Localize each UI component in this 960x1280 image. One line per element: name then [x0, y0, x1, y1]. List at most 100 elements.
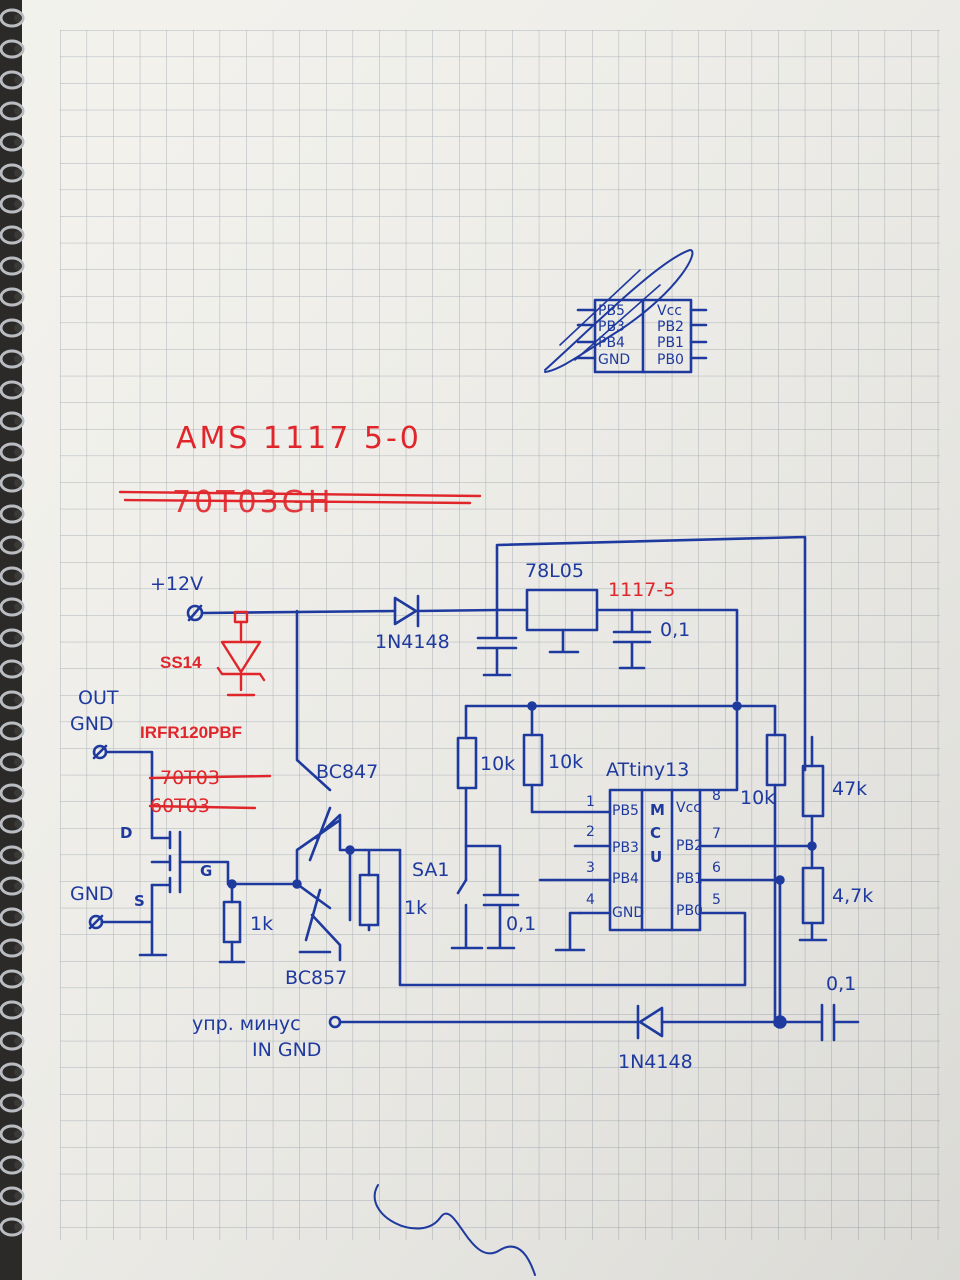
punch-hole	[14, 1099, 22, 1107]
spiral-ring	[0, 628, 25, 648]
spiral-ring	[0, 969, 25, 989]
punch-hole	[14, 355, 22, 363]
punch-hole	[14, 634, 22, 642]
mcu-chip	[608, 788, 702, 932]
spiral-ring	[0, 504, 25, 524]
diode-bottom	[636, 1004, 664, 1040]
punch-hole	[14, 572, 22, 580]
spiral-ring	[0, 907, 25, 927]
spiral-ring	[0, 597, 25, 617]
punch-hole	[14, 1161, 22, 1169]
spiral-ring	[0, 70, 25, 90]
punch-hole	[14, 1192, 22, 1200]
diode-bottom-label: 1N4148	[618, 1051, 693, 1073]
spiral-ring	[0, 659, 25, 679]
spiral-ring	[0, 752, 25, 772]
punch-hole	[14, 45, 22, 53]
punch-hole	[14, 1223, 22, 1231]
divider-top-label: 47k	[832, 778, 867, 800]
pullup-2-label: 10k	[548, 751, 583, 773]
mcu-pin-2-name: PB3	[612, 840, 639, 856]
switch-sa1	[450, 878, 484, 950]
punch-hole	[14, 479, 22, 487]
spiral-ring	[0, 380, 25, 400]
spiral-ring	[0, 783, 25, 803]
npn-label: BC847	[316, 761, 378, 783]
punch-hole	[14, 1037, 22, 1045]
strike-through	[118, 490, 482, 505]
mcu-letter-u: U	[650, 848, 662, 866]
spiral-ring	[0, 442, 25, 462]
punch-hole	[14, 944, 22, 952]
mcu-pin-1-num: 1	[586, 794, 595, 810]
punch-hole	[14, 293, 22, 301]
divider-bottom-label: 4,7k	[832, 885, 873, 907]
out-label: OUT	[78, 687, 119, 709]
diode-top-label: 1N4148	[375, 631, 450, 653]
punch-hole	[14, 789, 22, 797]
regulator-alt-label: 1117-5	[608, 579, 675, 601]
pnp-label: BC857	[285, 967, 347, 989]
spiral-ring	[0, 8, 25, 28]
input-12v-label: +12V	[150, 573, 203, 595]
spiral-ring	[0, 1217, 25, 1237]
punch-hole	[14, 1130, 22, 1138]
spiral-ring	[0, 535, 25, 555]
spiral-ring	[0, 1155, 25, 1175]
mcu-pin-7-name: PB2	[676, 838, 703, 854]
spiral-ring	[0, 101, 25, 121]
svg-text:Vcc: Vcc	[657, 303, 682, 319]
mcu-pin-5-num: 5	[712, 892, 721, 908]
punch-hole	[14, 820, 22, 828]
mcu-pin-4-name: GND	[612, 905, 644, 921]
punch-hole	[14, 1006, 22, 1014]
punch-hole	[14, 200, 22, 208]
spiral-ring	[0, 876, 25, 896]
switch-cap-label: 0,1	[506, 913, 536, 935]
punch-hole	[14, 665, 22, 673]
mcu-pin-5-name: PB0	[676, 903, 703, 919]
mcu-pin-7-num: 7	[712, 826, 721, 842]
mcu-name: ATtiny13	[606, 759, 689, 781]
mcu-pin-1-name: PB5	[612, 803, 639, 819]
spiral-ring	[0, 1124, 25, 1144]
punch-hole	[14, 76, 22, 84]
mosfet-pin-d: D	[120, 824, 132, 842]
punch-hole	[14, 324, 22, 332]
punch-hole	[14, 107, 22, 115]
base-resistor-label: 1k	[404, 897, 427, 919]
gate-resistor-label: 1k	[250, 913, 273, 935]
pullup-1-label: 10k	[480, 753, 515, 775]
mosfet-pin-g: G	[200, 862, 212, 880]
punch-hole	[14, 169, 22, 177]
svg-text:GND: GND	[598, 352, 630, 368]
punch-hole	[14, 138, 22, 146]
regulator-title: AMS 1117 5-0	[176, 421, 422, 456]
punch-hole	[14, 727, 22, 735]
mcu-pin-6-num: 6	[712, 860, 721, 876]
mcu-pin-8-num: 8	[712, 788, 721, 804]
spiral-ring	[0, 814, 25, 834]
tvs-label: SS14	[160, 653, 202, 672]
spiral-ring	[0, 39, 25, 59]
punch-hole	[14, 1068, 22, 1076]
switch-label: SA1	[412, 859, 450, 881]
gnd-label-bottom: GND	[70, 883, 114, 905]
control-label-2: IN GND	[252, 1039, 321, 1061]
punch-hole	[14, 603, 22, 611]
pnp-transistor	[295, 882, 342, 962]
spiral-ring	[0, 566, 25, 586]
mcu-letter-c: C	[650, 824, 661, 842]
mcu-pin-6-name: PB1	[676, 871, 703, 887]
punch-hole	[14, 851, 22, 859]
out-gnd-label: GND	[70, 713, 114, 735]
mcu-pin-4-num: 4	[586, 892, 595, 908]
mcu-pin-8-name: Vcc	[676, 800, 701, 816]
punch-hole	[14, 696, 22, 704]
mcu-pin-2-num: 2	[586, 824, 595, 840]
mosfet-part-label: IRFR120PBF	[140, 723, 242, 742]
spiral-ring	[0, 287, 25, 307]
punch-hole	[14, 510, 22, 518]
pullup-3-label: 10k	[740, 787, 775, 809]
